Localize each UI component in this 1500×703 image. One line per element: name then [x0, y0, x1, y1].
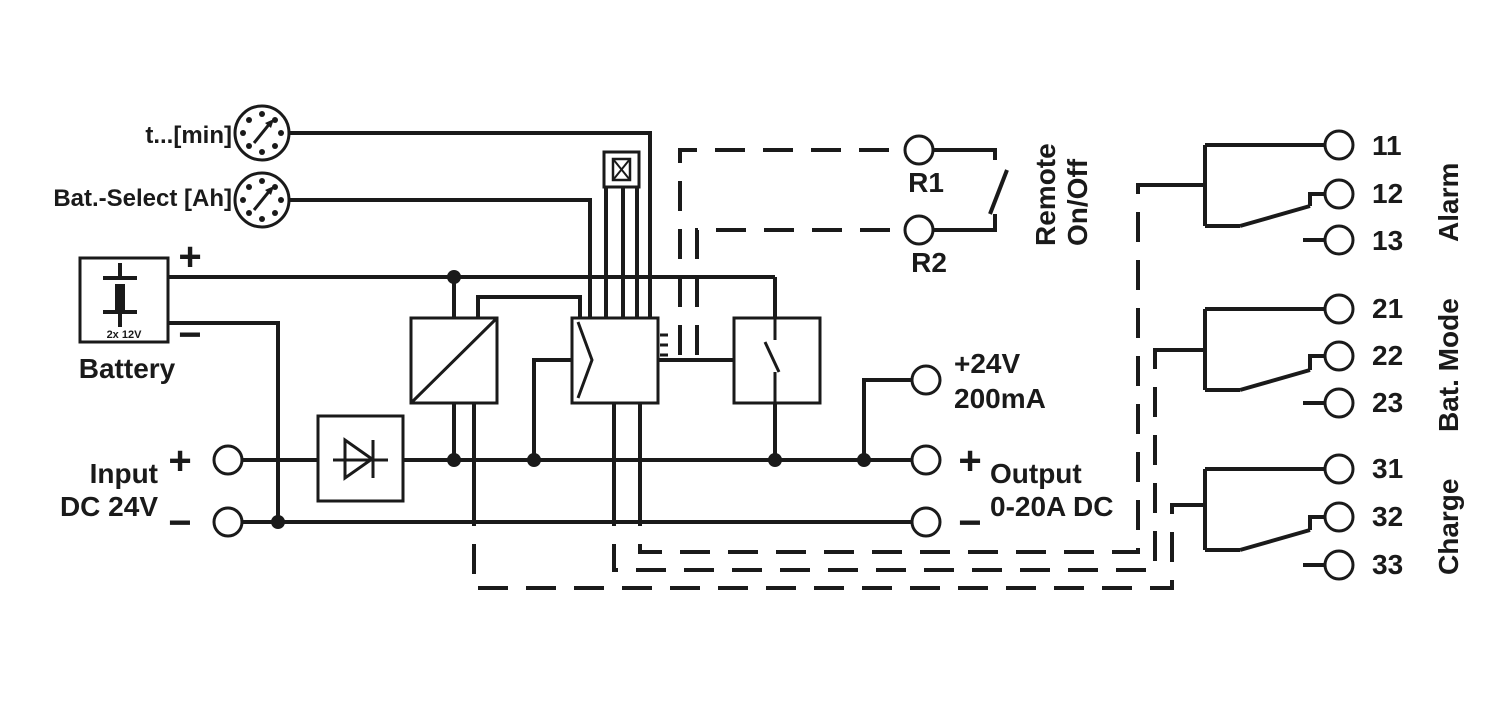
relay-charge-icon	[1172, 467, 1325, 567]
output-plus-sign: +	[958, 439, 981, 483]
aux-current-label: 200mA	[954, 383, 1046, 414]
output-minus-sign: −	[958, 501, 981, 545]
relay-alarm-label: Alarm	[1433, 163, 1464, 242]
wiring	[168, 131, 912, 524]
terminal-32[interactable]	[1323, 501, 1355, 533]
r2-terminal[interactable]	[903, 214, 935, 246]
input-plus-terminal[interactable]	[212, 444, 244, 476]
battery-label: Battery	[79, 353, 176, 384]
output-plus-terminal[interactable]	[910, 444, 942, 476]
remote-label-line1: Remote	[1030, 143, 1061, 246]
terminal-12-label: 12	[1372, 178, 1403, 209]
terminal-22-label: 22	[1372, 340, 1403, 371]
selector-box-icon	[602, 150, 641, 189]
terminal-32-label: 32	[1372, 501, 1403, 532]
aux-24v-terminal[interactable]	[910, 364, 942, 396]
input-plus-sign: +	[168, 439, 191, 483]
terminal-13[interactable]	[1323, 224, 1355, 256]
r2-label: R2	[911, 247, 947, 278]
terminal-33[interactable]	[1323, 549, 1355, 581]
terminal-21[interactable]	[1323, 293, 1355, 325]
output-label-line2: 0-20A DC	[990, 491, 1113, 522]
r1-label: R1	[908, 167, 944, 198]
battery-select-knob-icon	[233, 171, 291, 229]
r1-terminal[interactable]	[903, 134, 935, 166]
relay-bat-mode-icon	[1155, 307, 1325, 405]
charger-converter-icon	[409, 316, 499, 405]
battery-minus-sign: −	[178, 313, 201, 357]
terminal-22[interactable]	[1323, 340, 1355, 372]
terminal-33-label: 33	[1372, 549, 1403, 580]
remote-label-line2: On/Off	[1062, 158, 1093, 246]
output-label-line1: Output	[990, 458, 1082, 489]
remote-switch-icon	[933, 148, 1009, 232]
timer-knob-label: t...[min]	[145, 122, 232, 149]
switch-icon	[732, 316, 822, 405]
terminal-31-label: 31	[1372, 453, 1403, 484]
battery-rating: 2x 12V	[107, 329, 143, 341]
relay-charge-label: Charge	[1433, 479, 1464, 575]
terminal-23[interactable]	[1323, 387, 1355, 419]
terminal-21-label: 21	[1372, 293, 1403, 324]
battery-plus-sign: +	[178, 235, 201, 279]
terminal-12[interactable]	[1323, 178, 1355, 210]
rectifier-diode-icon	[316, 414, 405, 503]
terminal-31[interactable]	[1323, 453, 1355, 485]
junction-dots	[271, 270, 871, 529]
terminal-11-label: 11	[1372, 130, 1402, 161]
input-label-line1: Input	[90, 458, 158, 489]
controller-icon	[570, 316, 660, 405]
terminal-13-label: 13	[1372, 225, 1403, 256]
timer-knob-icon	[233, 104, 291, 162]
aux-voltage-label: +24V	[954, 348, 1020, 379]
battery-icon	[78, 256, 170, 344]
input-label-line2: DC 24V	[60, 491, 158, 522]
terminal-11[interactable]	[1323, 129, 1355, 161]
terminal-23-label: 23	[1372, 387, 1403, 418]
output-minus-terminal[interactable]	[910, 506, 942, 538]
relay-alarm-icon	[1155, 143, 1325, 242]
relay-bat-mode-label: Bat. Mode	[1433, 298, 1464, 432]
input-minus-terminal[interactable]	[212, 506, 244, 538]
battery-select-knob-label: Bat.-Select [Ah]	[53, 185, 232, 212]
input-minus-sign: −	[168, 501, 191, 545]
